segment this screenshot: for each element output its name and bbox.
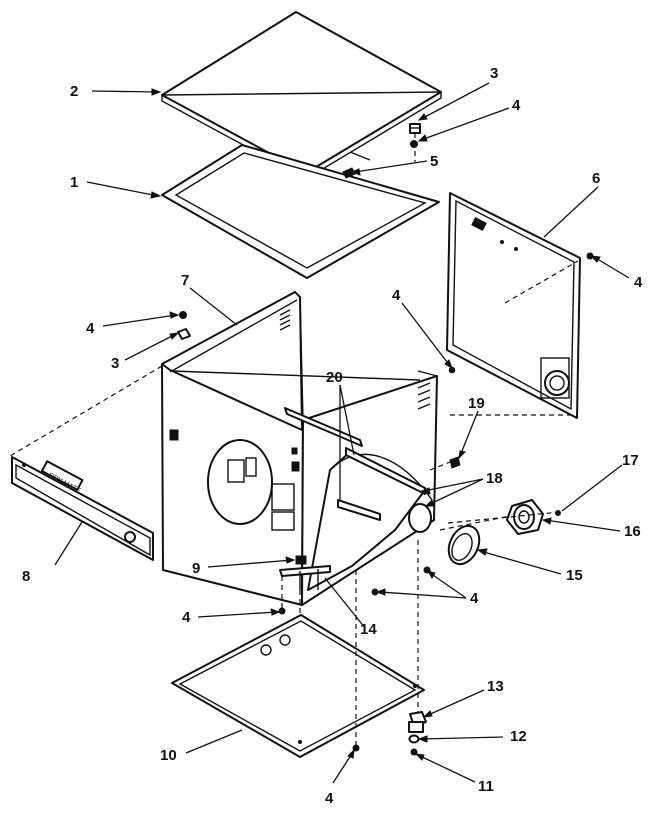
label-nut-top-right: 3 xyxy=(490,65,498,82)
label-bracket-small: 9 xyxy=(192,560,200,577)
label-rear-panel: 6 xyxy=(592,170,600,187)
nut-top-right xyxy=(409,123,421,134)
rear-panel-vent xyxy=(540,357,570,399)
label-bottom-panel: 10 xyxy=(160,747,177,764)
label-bearing: 16 xyxy=(624,523,641,540)
label-console-panel: 8 xyxy=(22,568,30,585)
bracket-bar xyxy=(279,565,331,590)
leader-lines xyxy=(54,82,630,784)
control-cutouts xyxy=(227,447,300,531)
leveling-leg xyxy=(408,711,427,733)
cabinet-vent-top xyxy=(279,309,291,331)
top-panel-edge xyxy=(161,91,442,180)
cover-plug xyxy=(447,524,481,566)
label-bracket-bar: 14 xyxy=(360,621,377,638)
rear-panel-hole xyxy=(500,240,504,244)
screw-cabinet-left xyxy=(179,311,187,319)
rear-panel-inner xyxy=(452,199,575,411)
label-brace: 20 xyxy=(326,369,343,386)
label-screw-top-right: 4 xyxy=(512,97,521,114)
clip-right xyxy=(449,456,461,469)
label-washer: 12 xyxy=(510,728,527,745)
label-top-panel: 2 xyxy=(70,83,78,100)
cabinet-top-rim xyxy=(169,299,298,373)
cabinet-top-ledge xyxy=(171,370,421,381)
cabinet-right-rim xyxy=(417,370,438,377)
label-nut-cabinet-left: 3 xyxy=(111,355,119,372)
pin xyxy=(555,510,561,516)
rear-panel xyxy=(446,192,581,419)
label-screw-cabinet-left: 4 xyxy=(86,320,95,337)
rear-panel-hole xyxy=(514,247,518,251)
label-rail: 18 xyxy=(486,470,503,487)
label-screw-cabinet-back: 4 xyxy=(392,287,401,304)
label-top-frame: 1 xyxy=(70,174,78,191)
label-cover-plug: 15 xyxy=(566,567,583,584)
label-leveling-leg: 13 xyxy=(487,678,504,695)
rear-panel-slot xyxy=(471,217,487,231)
washer xyxy=(408,734,420,744)
label-screws-bottom-right: 4 xyxy=(470,590,479,607)
bracket-small xyxy=(295,555,307,565)
label-clip-right: 19 xyxy=(468,395,485,412)
label-foot-screw: 11 xyxy=(478,778,494,795)
top-frame xyxy=(161,144,440,279)
label-clip-top: 5 xyxy=(430,153,438,170)
label-cabinet: 7 xyxy=(181,272,189,289)
nut-cabinet-left xyxy=(177,328,191,340)
label-screw-bottom-left: 4 xyxy=(182,609,191,626)
cabinet-slot-left xyxy=(169,429,179,441)
cabinet-corner xyxy=(299,296,304,421)
brace-bars xyxy=(284,407,426,521)
label-pin: 17 xyxy=(622,452,639,469)
bearing xyxy=(506,499,544,535)
cabinet xyxy=(161,291,438,615)
bottom-panel xyxy=(171,614,425,758)
cabinet-vent-right xyxy=(417,382,431,410)
clip-top xyxy=(342,167,356,179)
alignment-lines xyxy=(9,133,579,745)
screw-top-right xyxy=(410,140,418,148)
cabinet-rear-opening xyxy=(408,503,432,533)
console-panel: DRY MATE xyxy=(11,456,154,561)
label-screw-rear-panel: 4 xyxy=(634,274,643,291)
top-frame-inner xyxy=(174,152,427,269)
top-frame-tab xyxy=(349,151,371,161)
label-screw-lowest: 4 xyxy=(325,790,334,807)
